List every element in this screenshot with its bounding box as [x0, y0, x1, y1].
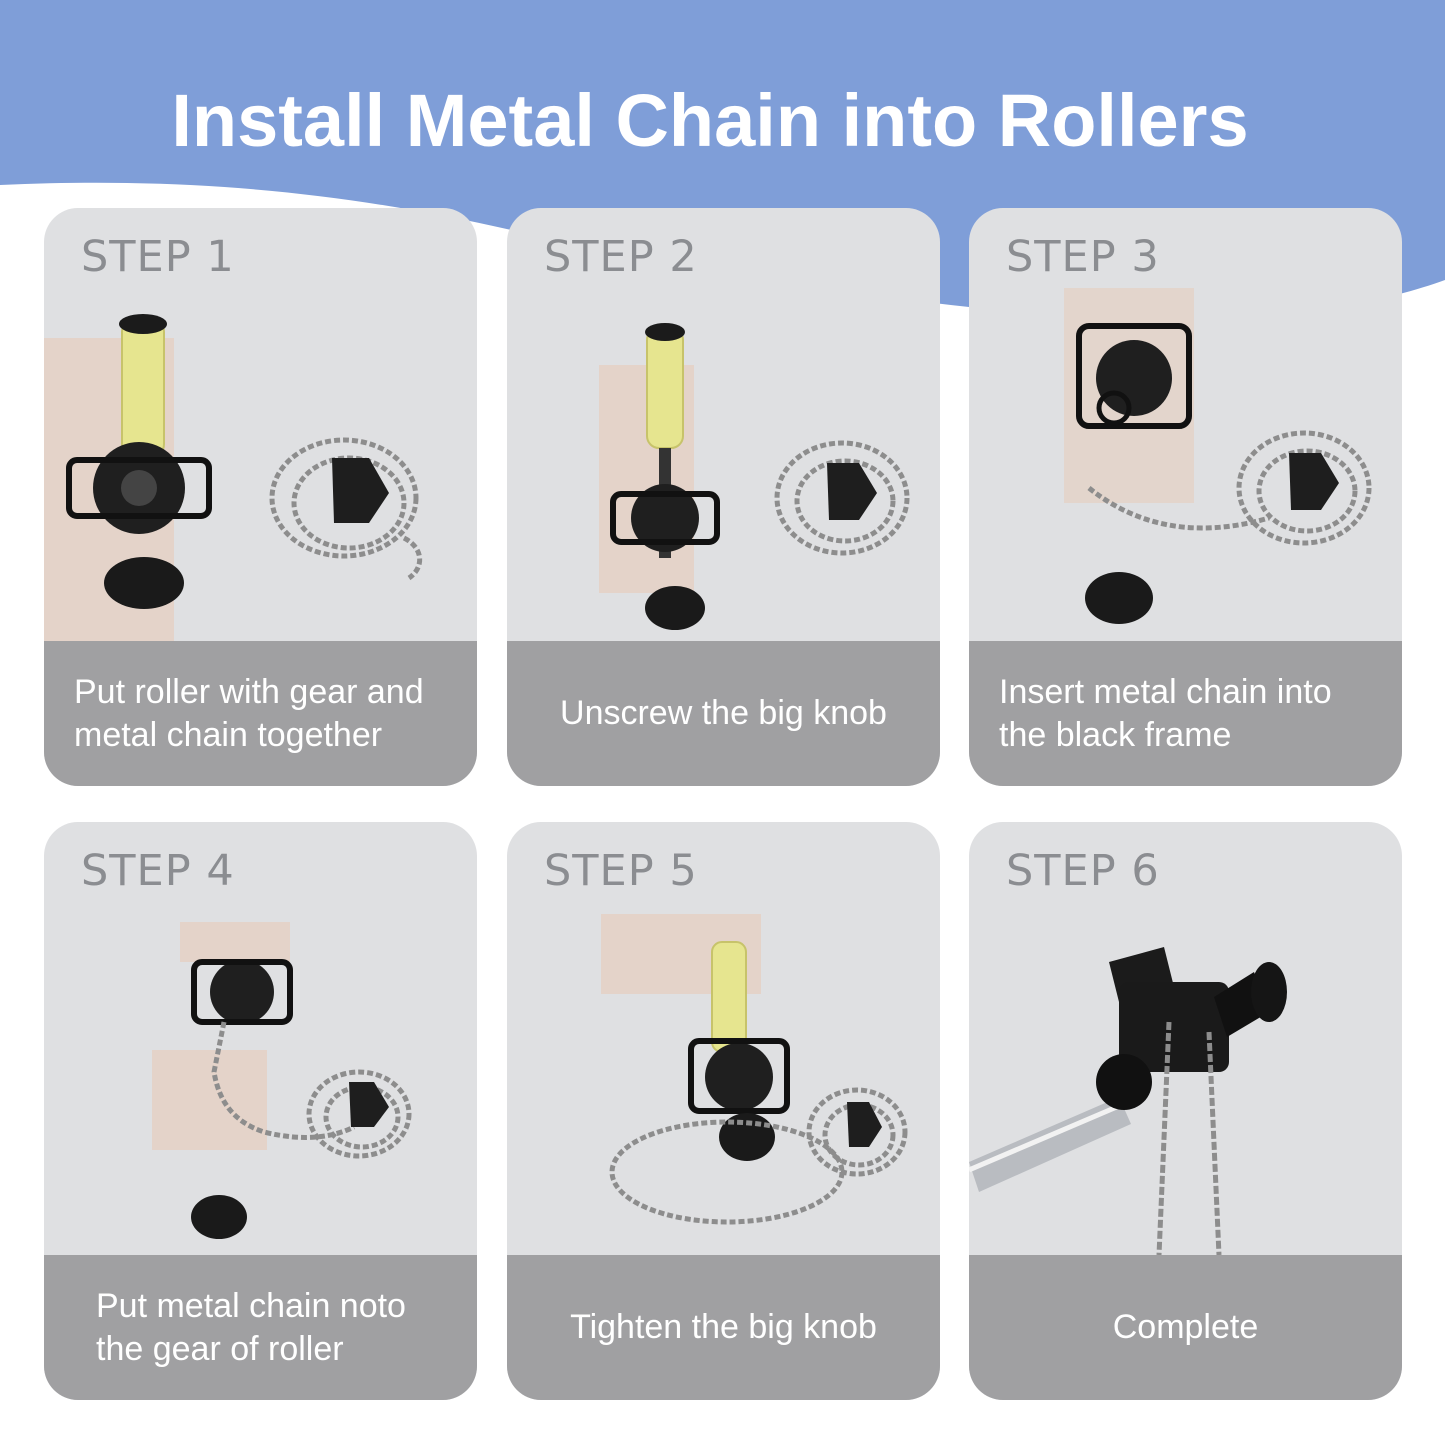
step-label: STEP 1	[81, 232, 235, 282]
step-label: STEP 6	[1006, 846, 1160, 896]
roller-gear-and-chain-icon	[44, 288, 477, 641]
step-label: STEP 3	[1006, 232, 1160, 282]
step-label: STEP 5	[544, 846, 698, 896]
mounted-roller-icon	[969, 902, 1402, 1255]
tighten-knob-icon	[507, 902, 940, 1255]
step-card-6: STEP 6 Complete	[969, 822, 1402, 1400]
step-caption: Insert metal chain into the black frame	[969, 641, 1402, 786]
step-caption: Unscrew the big knob	[507, 641, 940, 786]
step-card-2: STEP 2 Unscrew the big knob	[507, 208, 940, 786]
unscrew-knob-icon	[507, 288, 940, 641]
step-caption: Put metal chain noto the gear of roller	[44, 1255, 477, 1400]
chain-into-frame-icon	[969, 288, 1402, 641]
step-card-5: STEP 5 Tighten the big knob	[507, 822, 940, 1400]
page-title: Install Metal Chain into Rollers	[171, 79, 1249, 162]
step-card-1: STEP 1 Put roller with gear and metal ch…	[44, 208, 477, 786]
step-card-3: STEP 3 Insert metal chain into the black…	[969, 208, 1402, 786]
step-caption: Put roller with gear and metal chain tog…	[44, 641, 477, 786]
step-label: STEP 4	[81, 846, 235, 896]
chain-on-gear-icon	[44, 902, 477, 1255]
step-label: STEP 2	[544, 232, 698, 282]
step-caption: Complete	[969, 1255, 1402, 1400]
step-card-4: STEP 4 Put metal chain noto the gear of …	[44, 822, 477, 1400]
step-caption: Tighten the big knob	[507, 1255, 940, 1400]
